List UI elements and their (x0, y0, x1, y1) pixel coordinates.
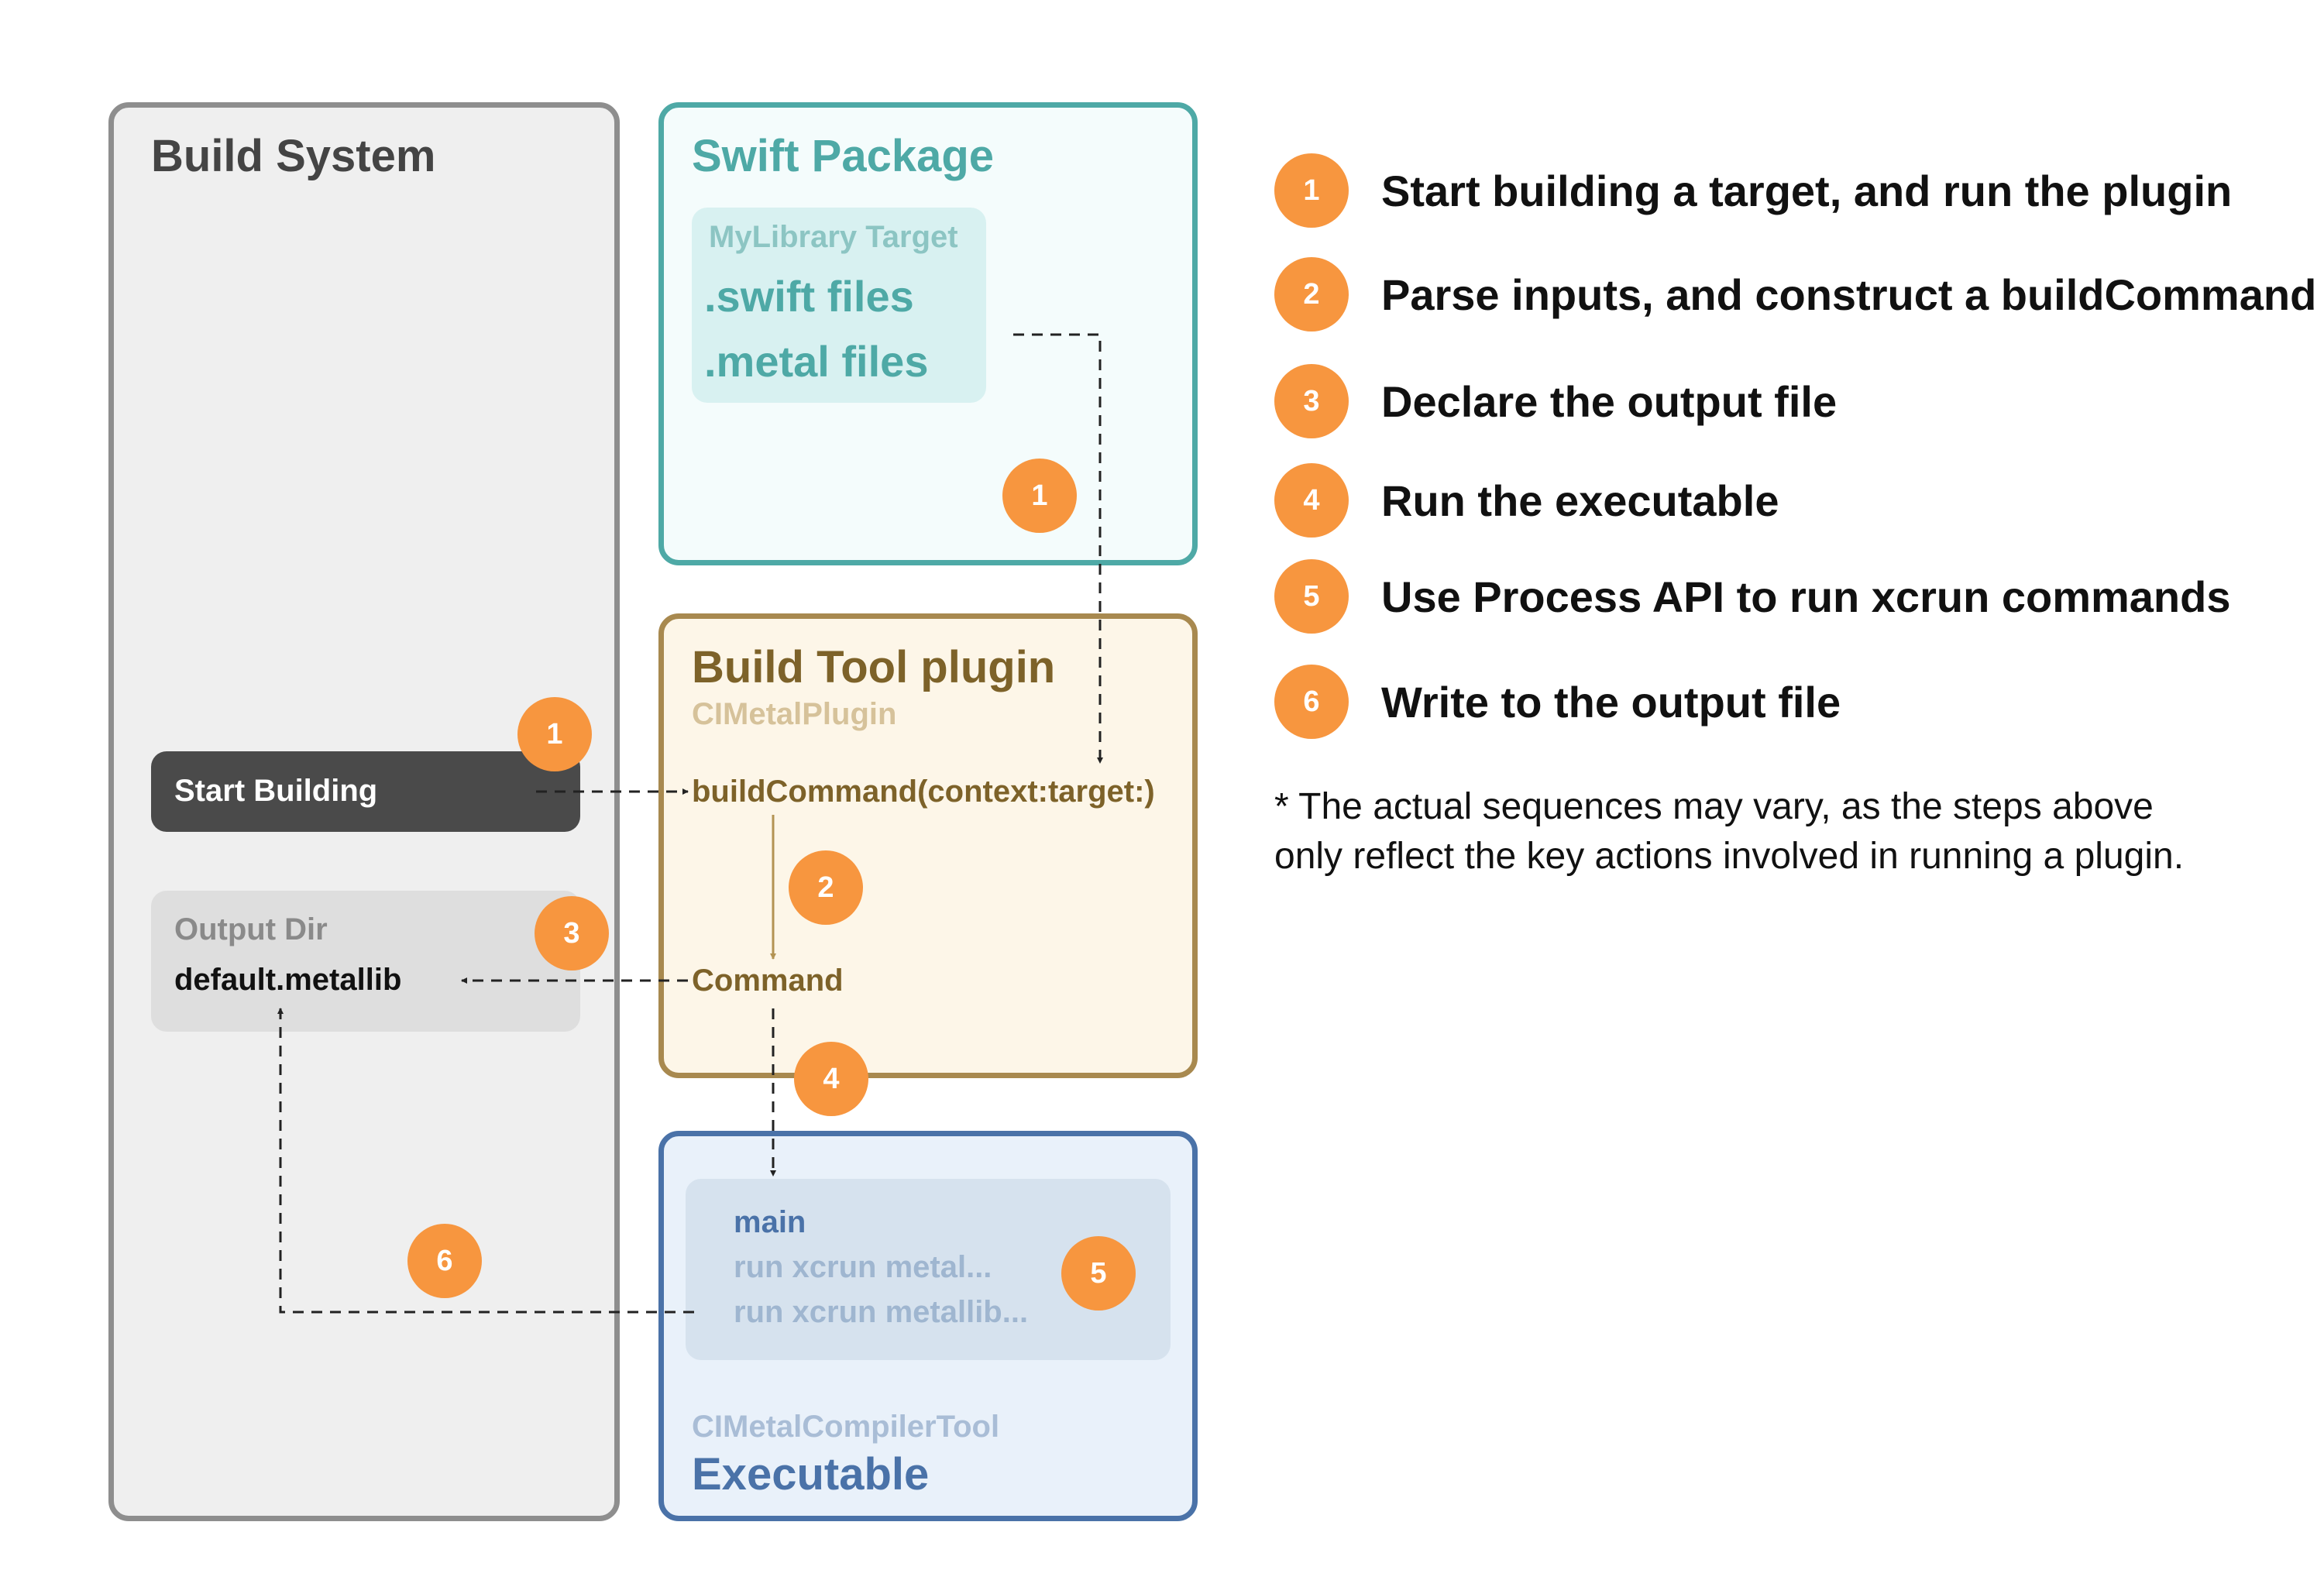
xcrun-metallib-line: run xcrun metallib... (734, 1295, 1029, 1329)
start-building-label: Start Building (174, 774, 378, 808)
start-building-button[interactable]: Start Building (151, 751, 580, 832)
command-label: Command (692, 964, 844, 998)
step-number-badge: 6 (1274, 665, 1349, 739)
step-legend-item: 1 Start building a target, and run the p… (1274, 153, 2232, 228)
main-label: main (734, 1205, 806, 1239)
step-description: Declare the output file (1381, 376, 1838, 426)
step-description: Run the executable (1381, 476, 1779, 525)
step-number-badge: 4 (1274, 463, 1349, 538)
executable-title: Executable (692, 1449, 930, 1500)
build-system-title: Build System (151, 131, 436, 181)
step-legend-item: 2 Parse inputs, and construct a buildCom… (1274, 257, 2316, 332)
target-label: MyLibrary Target (709, 220, 958, 254)
output-dir-label: Output Dir (174, 912, 328, 946)
mylibrary-target-box: MyLibrary Target .swift files .metal fil… (692, 208, 986, 403)
step-description: Write to the output file (1381, 677, 1841, 727)
plugin-title: Build Tool plugin (692, 642, 1056, 692)
step-description: Parse inputs, and construct a buildComma… (1381, 270, 2317, 319)
arrow-executable-to-output (277, 1008, 694, 1314)
step-number-badge: 5 (1274, 559, 1349, 634)
step-number-badge: 3 (1274, 364, 1349, 438)
swift-package-title: Swift Package (692, 131, 995, 181)
swift-files-label: .swift files (704, 272, 914, 321)
flow-step-6: 6 (407, 1224, 482, 1298)
xcrun-metal-line: run xcrun metal... (734, 1250, 992, 1284)
step-legend-item: 6 Write to the output file (1274, 665, 1841, 739)
flow-step-5: 5 (1061, 1236, 1136, 1311)
step-legend-item: 5 Use Process API to run xcrun commands (1274, 559, 2230, 634)
metal-files-label: .metal files (704, 337, 929, 386)
flow-step-2: 2 (789, 850, 863, 925)
compiler-tool-name: CIMetalCompilerTool (692, 1410, 1000, 1444)
flow-step-3: 3 (535, 896, 609, 970)
output-dir-box: Output Dir default.metallib (151, 891, 580, 1032)
step-description: Start building a target, and run the plu… (1381, 166, 2233, 215)
footnote-line: * The actual sequences may vary, as the … (1274, 786, 2154, 827)
build-tool-plugin-panel (658, 613, 1198, 1078)
plugin-name: CIMetalPlugin (692, 697, 897, 731)
arrow-package-to-plugin (1013, 333, 1103, 764)
step-description: Use Process API to run xcrun commands (1381, 572, 2231, 621)
step-number-badge: 1 (1274, 153, 1349, 228)
output-file-name: default.metallib (174, 963, 402, 997)
step-legend-item: 3 Declare the output file (1274, 364, 1837, 438)
flow-step-1-package: 1 (1002, 459, 1077, 533)
step-number-badge: 2 (1274, 257, 1349, 332)
build-command-method: buildCommand(context:target:) (692, 775, 1155, 809)
flow-step-1-build-system: 1 (517, 697, 592, 771)
footnote: * The actual sequences may vary, as the … (1274, 782, 2184, 881)
footnote-line: only reflect the key actions involved in… (1274, 836, 2185, 877)
flow-step-4: 4 (794, 1042, 868, 1116)
step-legend-item: 4 Run the executable (1274, 463, 1779, 538)
